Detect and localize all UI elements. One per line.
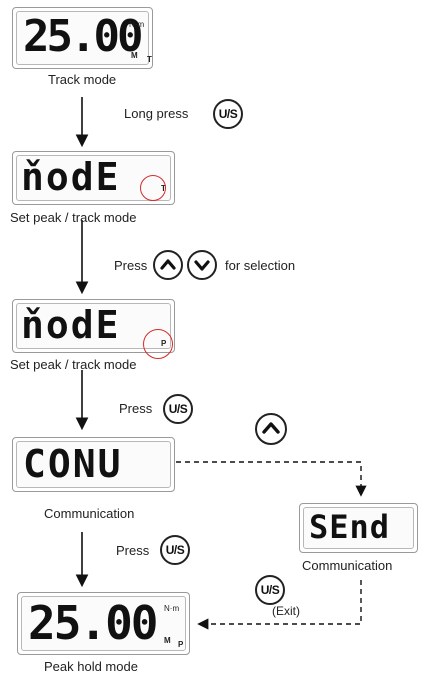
long-press-label: Long press	[124, 106, 189, 121]
display-value: ňodE	[21, 155, 121, 199]
chevron-up-icon[interactable]	[255, 413, 287, 445]
for-selection-label: for selection	[225, 258, 296, 273]
dashed-arrow-to-send	[176, 461, 367, 497]
caption-set-mode-1: Set peak / track mode	[10, 210, 137, 225]
press-label: Press	[116, 543, 150, 558]
display-value: CONU	[23, 442, 123, 486]
highlight-ring	[143, 329, 173, 359]
display-mode-p: ňodE P	[12, 299, 175, 353]
caption-set-mode-2: Set peak / track mode	[10, 357, 137, 372]
caption-track-mode: Track mode	[48, 72, 117, 87]
press-label: Press	[114, 258, 148, 273]
caption-peak-hold: Peak hold mode	[44, 659, 138, 674]
caption-communication-2: Communication	[302, 558, 393, 573]
unit-label: N·m	[164, 604, 180, 613]
indicator-t: T	[147, 55, 152, 64]
chevron-up-icon[interactable]	[153, 250, 183, 280]
display-track: 25.00 N·m M T	[12, 7, 153, 69]
exit-label: (Exit)	[272, 604, 300, 618]
display-conu: CONU	[12, 437, 175, 492]
indicator-p: P	[178, 640, 184, 649]
us-button-exit[interactable]: U/S	[255, 575, 285, 605]
press-label: Press	[119, 401, 153, 416]
us-button-2[interactable]: U/S	[163, 394, 193, 424]
display-peak: 25.00 N·m M P	[17, 592, 190, 655]
display-value: SEnd	[309, 508, 391, 546]
us-button-3[interactable]: U/S	[160, 535, 190, 565]
caption-communication-1: Communication	[44, 506, 135, 521]
highlight-ring	[140, 175, 166, 201]
display-value: 25.00	[28, 596, 158, 650]
chevron-down-icon[interactable]	[187, 250, 217, 280]
display-value: 25.00	[23, 11, 143, 62]
us-button-1[interactable]: U/S	[213, 99, 243, 129]
unit-label: N·m	[129, 20, 145, 29]
indicator-m: M	[164, 636, 171, 645]
indicator-m: M	[131, 51, 138, 60]
display-value: ňodE	[21, 303, 121, 347]
display-send: SEnd	[299, 503, 418, 553]
